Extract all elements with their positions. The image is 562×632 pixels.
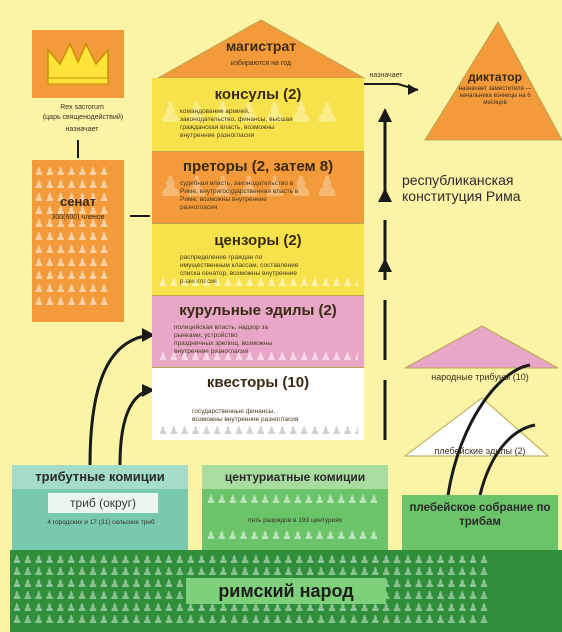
crown-icon: [47, 42, 109, 85]
tier-consuls: ♟♟♟♟♟♟♟ консулы (2) командование армией,…: [152, 78, 364, 152]
magistrat-title: магистрат: [225, 38, 297, 54]
tier-censors: цензоры (2) распределение граждан по иму…: [152, 224, 364, 296]
rex-note: назначает: [65, 126, 99, 133]
person-figure-icon: ♟♟♟♟♟♟♟: [158, 97, 341, 128]
tribunes-title: народные трибуны (10): [431, 372, 529, 382]
comitia-tributa-note: 4 городских и 17 (31) сельских триб: [47, 519, 155, 526]
person-figure-icon: ♟♟♟♟♟♟♟♟♟♟♟♟♟♟♟♟♟♟♟♟: [158, 277, 358, 289]
comitia-centuriata-note: пять разрядов в 193 центуриях: [247, 517, 343, 524]
constitution-label: республиканская конституция Рима: [402, 172, 521, 204]
senate-box: ♟♟♟♟♟♟♟ ♟♟♟♟♟♟♟ ♟♟♟♟♟♟♟ ♟♟♟♟♟♟♟ ♟♟♟♟♟♟♟ …: [32, 160, 124, 322]
tier-consuls-title: консулы (2): [214, 86, 302, 103]
people-title: римский народ: [186, 578, 386, 604]
dictator-triangle: [424, 21, 562, 141]
person-figure-icon: ♟♟♟♟♟♟♟ ♟♟♟♟♟♟♟ ♟♟♟♟♟♟♟ ♟♟♟♟♟♟♟ ♟♟♟♟♟♟♟ …: [34, 166, 111, 308]
senate-title: сенат: [60, 194, 96, 209]
plebeian-assembly-box: плебейское собрание по трибам: [402, 495, 558, 550]
comitia-tributa-box: трибутные комиции триб (округ) 4 городск…: [12, 465, 188, 550]
magistrat-note: избираются на год: [230, 60, 292, 67]
comitia-tributa-title: трибутные комиции: [12, 465, 188, 489]
comitia-centuriata-title: центуриатные комиции: [202, 465, 388, 489]
tier-quaestors-desc: государственные финансы, возможны внутре…: [192, 408, 299, 423]
person-figure-icon: ♟♟♟♟♟♟♟♟♟♟♟♟♟♟♟♟: [206, 494, 380, 506]
arrow-assembly-tribunes: [446, 363, 531, 496]
tier-censors-title: цензоры (2): [214, 232, 302, 249]
tier-curule-aediles: курульные эдилы (2) полицейская власть, …: [152, 296, 364, 368]
arrow-tributa-aediles: [88, 333, 151, 466]
arrow-assembly-aediles: [478, 423, 536, 496]
tier-curule-aediles-desc: полицейская власть, надзор за рынками, у…: [174, 324, 273, 355]
plebeian-aediles-title: плебейские эдилы (2): [434, 446, 526, 456]
person-figure-icon: ♟♟♟♟♟♟♟♟♟♟♟♟♟♟♟♟♟♟♟♟: [158, 425, 358, 437]
tribunes-triangle: [404, 325, 559, 369]
tier-quaestors: квесторы (10) государственные финансы, в…: [152, 368, 364, 440]
tier-quaestors-title: квесторы (10): [206, 374, 310, 391]
tier-censors-desc: распределение граждан по имущественным к…: [180, 254, 299, 285]
comitia-centuriata-box: центуриатные комиции ♟♟♟♟♟♟♟♟♟♟♟♟♟♟♟♟ пя…: [202, 465, 388, 550]
tier-praetors-desc: судебная власть, законодательство в Риме…: [180, 180, 299, 211]
senate-count: 300(600) членов: [51, 214, 105, 221]
people-box: ♟♟♟♟♟♟♟♟♟♟♟♟♟♟♟♟♟♟♟♟♟♟♟♟♟♟♟♟♟♟♟♟♟♟♟♟♟♟♟♟…: [10, 550, 562, 632]
rex-subtitle: (царь священодействий): [42, 114, 124, 121]
tier-consuls-desc: командование армией, законодательство, ф…: [180, 108, 293, 139]
arrow-tributa-quaestors: [118, 388, 151, 466]
tier-curule-aediles-title: курульные эдилы (2): [179, 302, 337, 319]
rex-title: Rex sacrorum: [60, 104, 104, 111]
plebeian-assembly-title: плебейское собрание по трибам: [409, 502, 551, 528]
comitia-tributa-sub: триб (округ): [48, 493, 158, 513]
person-figure-icon: ♟♟♟♟♟♟♟♟♟♟♟♟♟♟♟♟: [206, 530, 380, 542]
person-figure-icon: ♟♟♟♟♟♟♟♟♟♟♟♟♟♟♟♟♟♟♟♟: [158, 351, 358, 363]
person-figure-icon: ♟♟♟♟♟♟♟: [158, 171, 341, 202]
tier-praetors: ♟♟♟♟♟♟♟ преторы (2, затем 8) судебная вл…: [152, 152, 364, 224]
dictator-title: диктатор: [468, 70, 522, 84]
dictator-desc: назначает заместителя — начальника конни…: [458, 86, 532, 106]
tier-praetors-title: преторы (2, затем 8): [182, 158, 334, 175]
plebeian-aediles-triangle: [403, 397, 550, 457]
magistrat-appoints: назначает: [369, 72, 403, 79]
crown-box: [32, 30, 124, 98]
person-figure-icon: ♟♟♟♟♟♟♟♟♟♟♟♟♟♟♟♟♟♟♟♟♟♟♟♟♟♟♟♟♟♟♟♟♟♟♟♟♟♟♟♟…: [12, 554, 490, 626]
